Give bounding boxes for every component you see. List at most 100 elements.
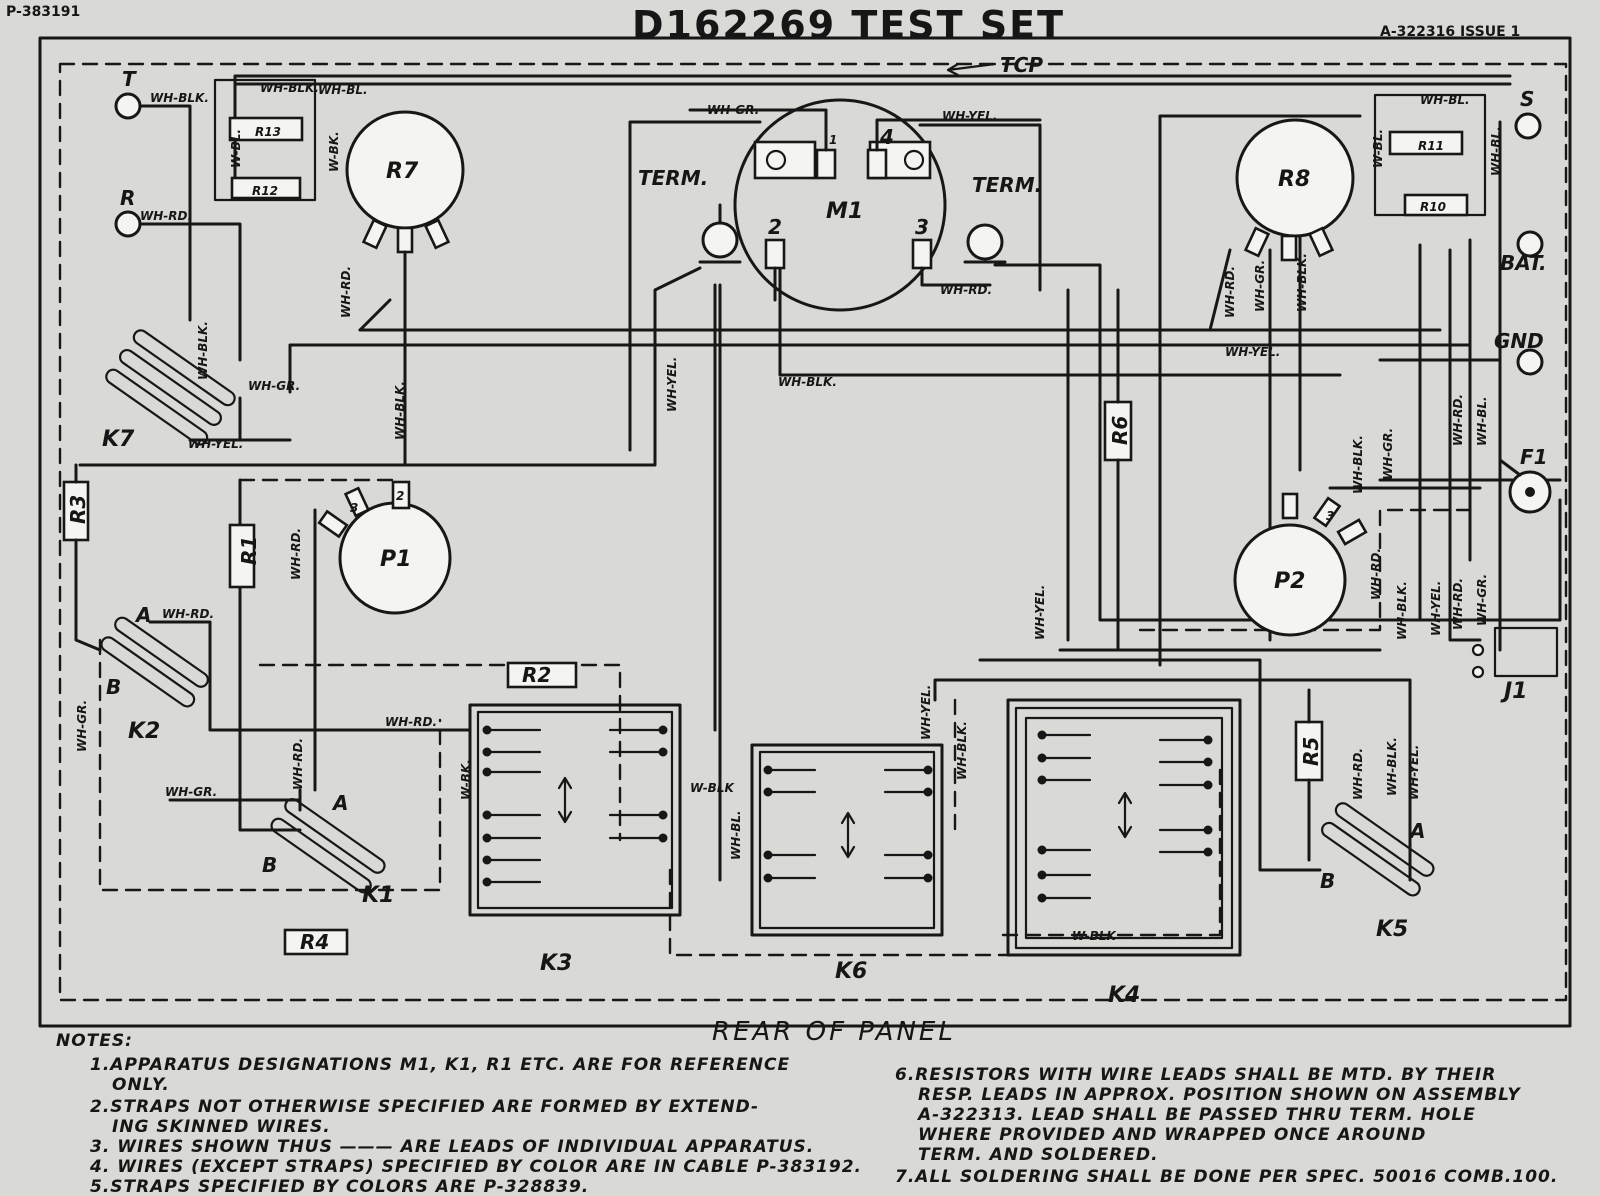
svg-text:WH-BLK.: WH-BLK. [955, 721, 969, 780]
diagram-title: D162269 TEST SET [632, 3, 1065, 47]
plug-k7: K7 [102, 329, 292, 452]
svg-text:K5: K5 [1376, 917, 1408, 942]
svg-text:WH-RD.: WH-RD. [1223, 266, 1237, 318]
svg-text:2.STRAPS NOT OTHERWISE SPECIFI: 2.STRAPS NOT OTHERWISE SPECIFIED ARE FOR… [90, 1097, 759, 1117]
meter-m1: M1 1 4 2 3 [688, 98, 1042, 312]
m1-label: M1 [826, 199, 863, 224]
svg-text:WH-RD.: WH-RD. [1369, 548, 1383, 600]
wire-labels: WH-BLK. WH-RD. WH-GR. WH-YEL. WH-RD. WH-… [75, 81, 1503, 943]
svg-text:W-BK.: W-BK. [327, 131, 341, 172]
svg-text:R5: R5 [1299, 737, 1323, 766]
svg-text:WH-YEL.: WH-YEL. [942, 109, 997, 123]
svg-text:R11: R11 [1418, 139, 1444, 153]
svg-text:W-BLK: W-BLK [690, 781, 735, 795]
svg-text:2: 2 [396, 489, 404, 503]
svg-text:WH-BLK.: WH-BLK. [260, 81, 319, 95]
svg-text:WH-YEL.: WH-YEL. [1407, 745, 1421, 800]
resistor-r5: R5 [1294, 688, 1324, 862]
svg-text:J1: J1 [1500, 679, 1528, 704]
tcp-label: TCP [1000, 53, 1043, 77]
svg-text:WH-BLK.: WH-BLK. [393, 381, 407, 440]
svg-text:WH-BLK.: WH-BLK. [1395, 581, 1409, 640]
svg-text:B: B [262, 853, 277, 877]
svg-text:7.ALL SOLDERING SHALL BE DONE: 7.ALL SOLDERING SHALL BE DONE PER SPEC. … [895, 1167, 1558, 1187]
svg-text:WH-YEL.: WH-YEL. [1429, 581, 1443, 636]
svg-text:3: 3 [915, 215, 929, 239]
svg-text:S: S [1520, 87, 1534, 111]
term-right: TERM. [963, 173, 1042, 264]
resistor-r1: R1 [228, 523, 261, 589]
terminal-bat: BAT. [1500, 230, 1547, 275]
panel-outline [58, 62, 1568, 1002]
doc-number-left: P-383191 [6, 4, 80, 20]
doc-number-right: A-322316 ISSUE 1 [1380, 24, 1520, 40]
svg-text:R1: R1 [237, 536, 261, 565]
svg-text:WH-GR.: WH-GR. [165, 785, 217, 799]
svg-text:K3: K3 [540, 951, 572, 976]
svg-text:A: A [1408, 819, 1425, 843]
svg-text:WH-YEL.: WH-YEL. [919, 685, 933, 740]
svg-text:5.STRAPS SPECIFIED BY COLORS A: 5.STRAPS SPECIFIED BY COLORS ARE P-32883… [90, 1177, 589, 1196]
resistor-r12-r13: R13 R12 [213, 78, 317, 202]
svg-text:WH-BLK.: WH-BLK. [1385, 737, 1399, 796]
terminal-s: S [1514, 87, 1542, 140]
svg-text:WH-YEL.: WH-YEL. [1225, 345, 1280, 359]
svg-text:WH-GR.: WH-GR. [707, 103, 759, 117]
svg-text:WH-BLK.: WH-BLK. [778, 375, 837, 389]
svg-text:TERM.: TERM. [638, 166, 708, 190]
svg-text:4: 4 [879, 125, 894, 149]
svg-text:WH-YEL.: WH-YEL. [665, 357, 679, 412]
terminal-r: R [114, 186, 242, 362]
tcp-arrow [946, 62, 997, 77]
svg-text:P2: P2 [1274, 569, 1305, 594]
resistor-r3: R3 [62, 463, 102, 652]
svg-text:R6: R6 [1108, 416, 1132, 445]
svg-text:WH-BLK.: WH-BLK. [1351, 435, 1365, 494]
cable-runs [78, 74, 1562, 882]
svg-text:WH-YEL.: WH-YEL. [1033, 585, 1047, 640]
rear-of-panel-label: REAR OF PANEL [712, 1017, 956, 1047]
notes-heading: NOTES: [56, 1031, 133, 1051]
svg-text:K4: K4 [1108, 983, 1140, 1008]
svg-text:A: A [331, 791, 348, 815]
svg-text:RESP. LEADS IN APPROX. POSITIO: RESP. LEADS IN APPROX. POSITION SHOWN ON… [918, 1085, 1521, 1105]
svg-text:WH-BLK.: WH-BLK. [150, 91, 209, 105]
terminal-gnd: GND [1494, 329, 1544, 376]
svg-text:WH-RD.: WH-RD. [1451, 394, 1465, 446]
svg-text:W-BLK: W-BLK [1072, 929, 1117, 943]
terminal-t: T [114, 67, 192, 322]
svg-text:WH-GR.: WH-GR. [1381, 428, 1395, 480]
svg-text:WH-BL.: WH-BL. [1489, 126, 1503, 176]
svg-text:K7: K7 [102, 427, 135, 452]
svg-text:TERM.: TERM. [972, 173, 1042, 197]
jack-j1: J1 [1471, 626, 1559, 704]
svg-text:R8: R8 [1278, 167, 1310, 192]
svg-text:W-BK.: W-BK. [459, 759, 473, 800]
svg-text:WH-RD.: WH-RD. [1451, 578, 1465, 630]
svg-text:WH-BL.: WH-BL. [729, 810, 743, 860]
svg-text:K6: K6 [835, 959, 867, 984]
svg-text:WH-YEL.: WH-YEL. [188, 437, 243, 451]
svg-text:R10: R10 [1420, 200, 1446, 214]
svg-text:R7: R7 [386, 159, 419, 184]
rheostat-r7: R7 [345, 110, 465, 467]
svg-text:WH-BLK.: WH-BLK. [1295, 253, 1309, 312]
outer-border [38, 36, 1572, 1028]
svg-text:WH-BL.: WH-BL. [1475, 396, 1489, 446]
svg-text:R13: R13 [255, 125, 281, 139]
svg-text:2: 2 [768, 215, 782, 239]
svg-text:3: 3 [350, 501, 358, 515]
svg-text:A-322313. LEAD SHALL BE PASSED: A-322313. LEAD SHALL BE PASSED THRU TERM… [916, 1105, 1476, 1125]
svg-text:3. WIRES SHOWN THUS ——— ARE LE: 3. WIRES SHOWN THUS ——— ARE LEADS OF IND… [90, 1137, 814, 1157]
fuse-f1: F1 [1498, 445, 1552, 514]
svg-text:WH-GR.: WH-GR. [1475, 574, 1489, 626]
svg-text:WH-GR.: WH-GR. [75, 700, 89, 752]
rheostat-r8: R8 [1235, 118, 1355, 262]
svg-text:WH-RD.: WH-RD. [940, 283, 992, 297]
term-left: TERM. [638, 166, 742, 264]
svg-text:R: R [120, 186, 135, 210]
svg-text:WH-RD.: WH-RD. [1351, 748, 1365, 800]
svg-text:WH-BL.: WH-BL. [318, 83, 368, 97]
